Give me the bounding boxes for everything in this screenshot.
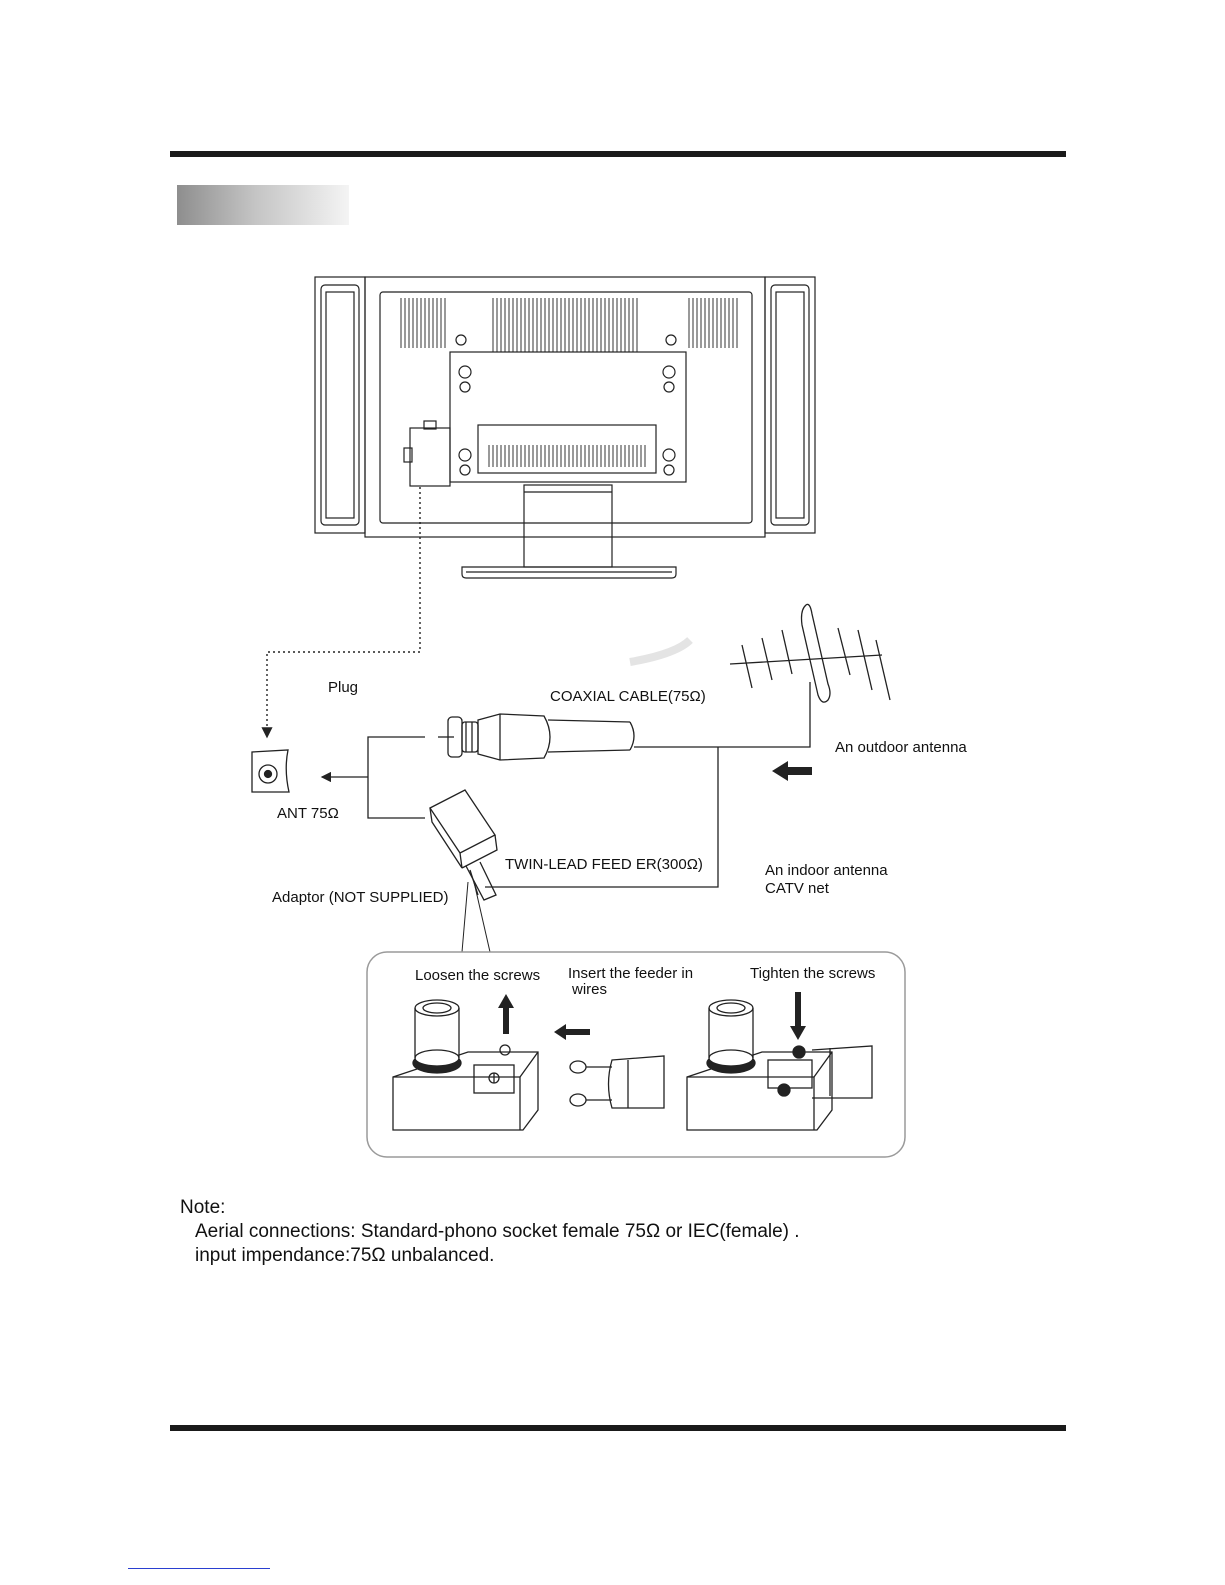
note-heading: Note: [180,1196,800,1220]
footer-link-underline [128,1568,270,1569]
plug-label: Plug [328,679,358,697]
outdoor-antenna-arrow [772,761,812,781]
bottom-divider [170,1425,1066,1431]
loosen-arrow [498,994,514,1034]
tv-rear-view [315,277,815,578]
coaxial-cable-label: COAXIAL CABLE(75Ω) [550,688,706,706]
loosen-screws-label: Loosen the screws [415,967,540,985]
note-line-aerial-connections: Aerial connections: Standard-phono socke… [180,1220,800,1244]
insert-feeder-label-line2: wires [572,981,607,999]
feeder-wires [570,1056,664,1108]
detail-callout-lines [462,882,490,952]
ant-75-label: ANT 75Ω [277,805,339,823]
catv-net-label: CATV net [765,880,829,898]
adaptor-label: Adaptor (NOT SUPPLIED) [272,889,448,907]
tighten-arrow [790,992,806,1040]
tighten-screws-label: Tighten the screws [750,965,875,983]
adaptor-loosen-figure [393,1000,538,1130]
adaptor-tighten-figure [687,1000,872,1130]
insert-arrow [554,1024,590,1040]
indoor-antenna-label: An indoor antenna [765,862,888,880]
coaxial-plug [438,714,550,760]
twin-lead-label: TWIN-LEAD FEED ER(300Ω) [505,856,703,874]
adaptor [430,790,497,900]
note-block: Note: Aerial connections: Standard-phono… [180,1196,800,1268]
ant-socket [252,750,289,792]
note-line-input-impedance: input impendance:75Ω unbalanced. [180,1244,800,1268]
outdoor-antenna-label: An outdoor antenna [835,739,967,757]
